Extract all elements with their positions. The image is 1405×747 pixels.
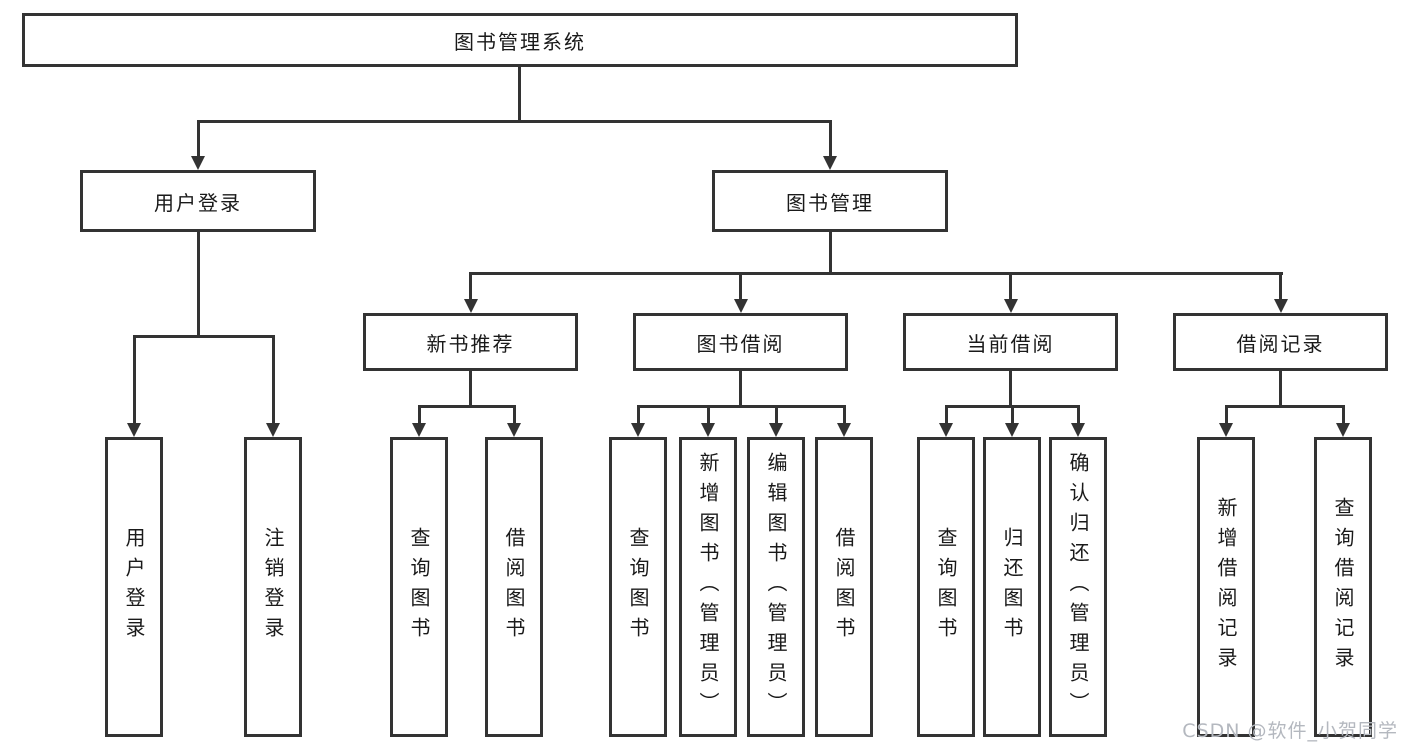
leaf-borrow-book-recommend: 借阅图书 xyxy=(485,437,543,737)
connector-line xyxy=(196,232,200,335)
node-new-book-recommend: 新书推荐 xyxy=(363,313,578,371)
arrow-down-icon xyxy=(266,423,280,437)
arrow-down-icon xyxy=(1336,423,1350,437)
node-label: 查询图书 xyxy=(934,527,958,647)
connector-line xyxy=(132,335,275,338)
leaf-query-book-borrow: 查询图书 xyxy=(609,437,667,737)
arrow-down-icon xyxy=(837,423,851,437)
connector-line xyxy=(1224,405,1228,426)
leaf-add-borrow-record: 新增借阅记录 xyxy=(1197,437,1255,737)
leaf-confirm-return-admin: 确认归还（管理员） xyxy=(1049,437,1107,737)
connector-line xyxy=(1224,405,1345,408)
connector-line xyxy=(1009,272,1012,302)
arrow-down-icon xyxy=(412,423,426,437)
node-label: 注销登录 xyxy=(261,527,285,647)
connector-line xyxy=(468,272,1283,275)
node-book-management: 图书管理 xyxy=(712,170,948,232)
connector-line xyxy=(1076,405,1080,426)
node-label: 图书管理 xyxy=(786,190,874,215)
node-label: 查询图书 xyxy=(626,527,650,647)
arrow-down-icon xyxy=(1005,423,1019,437)
leaf-borrow-book: 借阅图书 xyxy=(815,437,873,737)
arrow-down-icon xyxy=(463,299,478,313)
node-label: 查询借阅记录 xyxy=(1331,497,1355,677)
node-label: 归还图书 xyxy=(1000,527,1024,647)
node-label: 图书借阅 xyxy=(696,331,785,356)
connector-line xyxy=(271,335,275,426)
node-label: 借阅图书 xyxy=(502,527,526,647)
connector-line xyxy=(1009,371,1012,408)
leaf-add-book-admin: 新增图书（管理员） xyxy=(679,437,737,737)
connector-line xyxy=(1341,405,1345,426)
node-label: 借阅记录 xyxy=(1236,331,1325,356)
node-label: 借阅图书 xyxy=(832,527,856,647)
connector-line xyxy=(197,120,832,123)
connector-line xyxy=(469,272,472,302)
connector-line xyxy=(842,405,846,426)
connector-line xyxy=(1279,371,1282,408)
node-book-borrow: 图书借阅 xyxy=(633,313,848,371)
leaf-query-book-recommend: 查询图书 xyxy=(390,437,448,737)
leaf-query-borrow-record: 查询借阅记录 xyxy=(1314,437,1372,737)
node-label: 用户登录 xyxy=(154,190,242,215)
arrow-down-icon xyxy=(1273,299,1288,313)
connector-line xyxy=(944,405,948,426)
arrow-down-icon xyxy=(1003,299,1018,313)
arrow-down-icon xyxy=(769,423,783,437)
arrow-down-icon xyxy=(127,423,141,437)
node-label: 用户登录 xyxy=(122,527,146,647)
arrow-down-icon xyxy=(631,423,645,437)
node-label: 当前借阅 xyxy=(966,331,1055,356)
connector-line xyxy=(132,335,136,426)
node-user-login: 用户登录 xyxy=(80,170,316,232)
arrow-down-icon xyxy=(733,299,748,313)
arrow-down-icon xyxy=(701,423,715,437)
connector-line xyxy=(706,405,710,426)
connector-line xyxy=(739,272,742,302)
connector-line xyxy=(636,405,846,408)
arrow-down-icon xyxy=(1219,423,1233,437)
arrow-down-icon xyxy=(1071,423,1085,437)
arrow-down-icon xyxy=(823,156,837,170)
arrow-down-icon xyxy=(939,423,953,437)
node-label: 新增借阅记录 xyxy=(1214,497,1238,677)
connector-line xyxy=(512,405,516,426)
node-label: 新增图书（管理员） xyxy=(696,452,720,722)
connector-line xyxy=(1010,405,1014,426)
leaf-return-book: 归还图书 xyxy=(983,437,1041,737)
connector-line xyxy=(196,120,200,158)
arrow-down-icon xyxy=(507,423,521,437)
connector-line xyxy=(1279,272,1282,302)
connector-line xyxy=(828,120,832,158)
connector-line xyxy=(774,405,778,426)
watermark: CSDN @软件_小贺同学 xyxy=(1182,720,1398,742)
node-borrow-record: 借阅记录 xyxy=(1173,313,1388,371)
leaf-logout: 注销登录 xyxy=(244,437,302,737)
node-label: 确认归还（管理员） xyxy=(1066,452,1090,722)
node-current-borrow: 当前借阅 xyxy=(903,313,1118,371)
node-label: 查询图书 xyxy=(407,527,431,647)
connector-line xyxy=(469,371,472,408)
node-label: 新书推荐 xyxy=(426,331,515,356)
connector-line xyxy=(518,67,521,120)
leaf-query-book-current: 查询图书 xyxy=(917,437,975,737)
node-library-system: 图书管理系统 xyxy=(22,13,1018,67)
connector-line xyxy=(417,405,421,426)
connector-line xyxy=(636,405,640,426)
connector-line xyxy=(739,371,742,408)
leaf-edit-book-admin: 编辑图书（管理员） xyxy=(747,437,805,737)
leaf-user-login: 用户登录 xyxy=(105,437,163,737)
connector-line xyxy=(417,405,516,408)
connector-line xyxy=(828,232,832,272)
node-label: 图书管理系统 xyxy=(454,29,586,54)
arrow-down-icon xyxy=(191,156,205,170)
node-label: 编辑图书（管理员） xyxy=(764,452,788,722)
